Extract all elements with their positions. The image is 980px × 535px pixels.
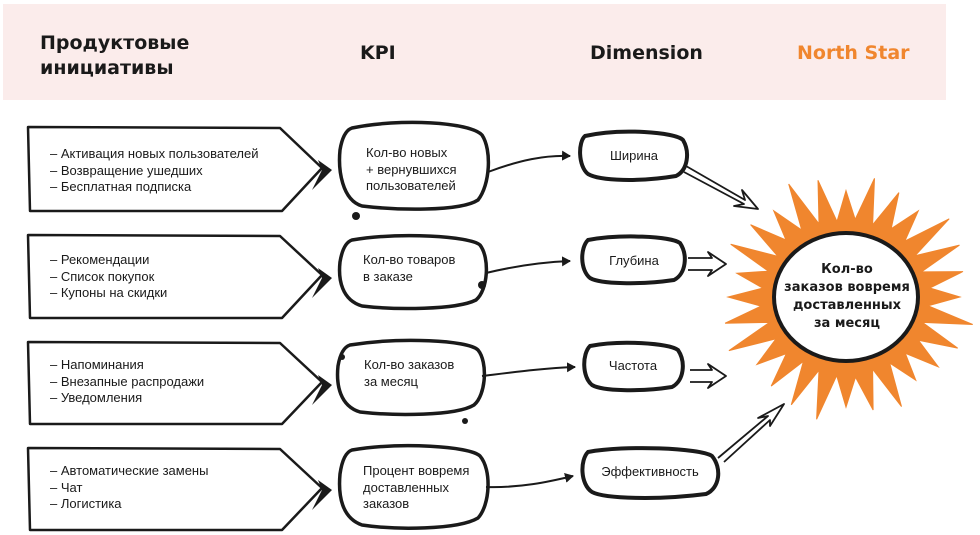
kpi-line: доставленных xyxy=(363,479,449,495)
initiative-shapes xyxy=(26,125,324,532)
kpi-line: Процент вовремя xyxy=(363,463,470,478)
dimension-oval xyxy=(580,446,721,500)
initiative-item: – Возвращение ушедших xyxy=(50,162,203,178)
ns-arrows xyxy=(683,165,785,463)
dimension-oval xyxy=(582,340,685,393)
dimension-oval xyxy=(578,129,690,182)
initiative-shape xyxy=(26,446,324,532)
initiative-item: – Автоматические замены xyxy=(50,463,209,478)
ns-arrow xyxy=(717,403,785,463)
ns-arrow xyxy=(683,165,759,210)
kpi-blobs xyxy=(335,120,491,530)
north-star-line: заказов вовремя xyxy=(784,280,910,295)
dimension-oval xyxy=(580,234,687,286)
kpi-text-3: Кол-во заказов за месяц xyxy=(364,357,454,390)
north-star-line: доставленных xyxy=(792,298,902,313)
initiative-shape xyxy=(26,340,324,426)
dimension-label-1: Ширина xyxy=(609,148,659,163)
initiative-shape xyxy=(26,125,324,213)
initiative-item: – Рекомендации xyxy=(50,252,150,267)
kpi-line: Кол-во новых xyxy=(366,145,448,160)
initiative-item: – Чат xyxy=(50,479,83,495)
kpi-line: за месяц xyxy=(364,373,418,389)
ns-arrow xyxy=(688,251,727,277)
initiative-item: – Бесплатная подписка xyxy=(50,179,192,194)
kpi-line: в заказе xyxy=(363,268,413,284)
north-star-circle xyxy=(772,231,920,363)
initiative-item: – Уведомления xyxy=(50,390,143,405)
initiative-item: – Внезапные распродажи xyxy=(50,373,205,389)
kpi-blob xyxy=(337,444,490,530)
kpi-dim-arrows xyxy=(481,150,576,489)
initiative-list-1: – Активация новых пользователей – Возвра… xyxy=(50,146,300,196)
kpi-line: Кол-во заказов xyxy=(364,357,455,372)
dimension-ovals xyxy=(578,129,721,500)
dimension-label-2: Глубина xyxy=(609,253,659,268)
header-north-star: North Star xyxy=(797,42,910,64)
initiative-list-4: – Автоматические замены – Чат – Логистик… xyxy=(50,463,300,513)
dimension-label-3: Частота xyxy=(608,358,658,373)
initiative-list-2: – Рекомендации – Список покупок – Купоны… xyxy=(50,252,300,302)
kpi-line: заказов xyxy=(363,496,410,511)
north-star-burst xyxy=(724,178,973,420)
initiative-shadows xyxy=(312,160,332,510)
kpi-line: пользователей xyxy=(366,178,456,193)
dimension-label-4: Эффективность xyxy=(601,464,699,479)
initiative-item: – Логистика xyxy=(50,496,122,511)
header-dimension: Dimension xyxy=(590,42,703,64)
north-star-line: Кол-во xyxy=(821,262,873,277)
ns-arrow xyxy=(690,363,727,389)
kpi-blob xyxy=(337,120,491,211)
kpi-text-2: Кол-во товаров в заказе xyxy=(363,252,455,285)
kpi-line: + вернувшихся xyxy=(366,161,457,177)
kpi-blob-drips xyxy=(339,212,486,424)
kpi-text-1: Кол-во новых + вернувшихся пользователей xyxy=(366,145,457,195)
kpi-text-4: Процент вовремя доставленных заказов xyxy=(363,463,469,513)
kpi-blob xyxy=(335,338,487,417)
initiative-item: – Активация новых пользователей xyxy=(50,146,259,161)
initiative-list-3: – Напоминания – Внезапные распродажи – У… xyxy=(50,357,300,407)
header-band xyxy=(3,4,946,100)
header-initiatives: Продуктовые инициативы xyxy=(40,32,190,79)
initiative-item: – Купоны на скидки xyxy=(50,285,168,300)
kpi-dim-arrow xyxy=(481,362,576,377)
initiative-item: – Напоминания xyxy=(50,357,144,372)
kpi-blob xyxy=(337,233,489,311)
kpi-dim-arrow xyxy=(485,256,571,274)
initiative-shape xyxy=(26,233,324,320)
kpi-line: Кол-во товаров xyxy=(363,252,456,267)
kpi-dim-arrow xyxy=(485,473,574,489)
north-star-line: за месяц xyxy=(814,316,880,331)
header-kpi: KPI xyxy=(360,42,396,64)
kpi-dim-arrow xyxy=(487,150,571,173)
north-star-label: Кол-во заказов вовремя доставленных за м… xyxy=(772,261,922,333)
initiative-item: – Список покупок xyxy=(50,268,155,284)
